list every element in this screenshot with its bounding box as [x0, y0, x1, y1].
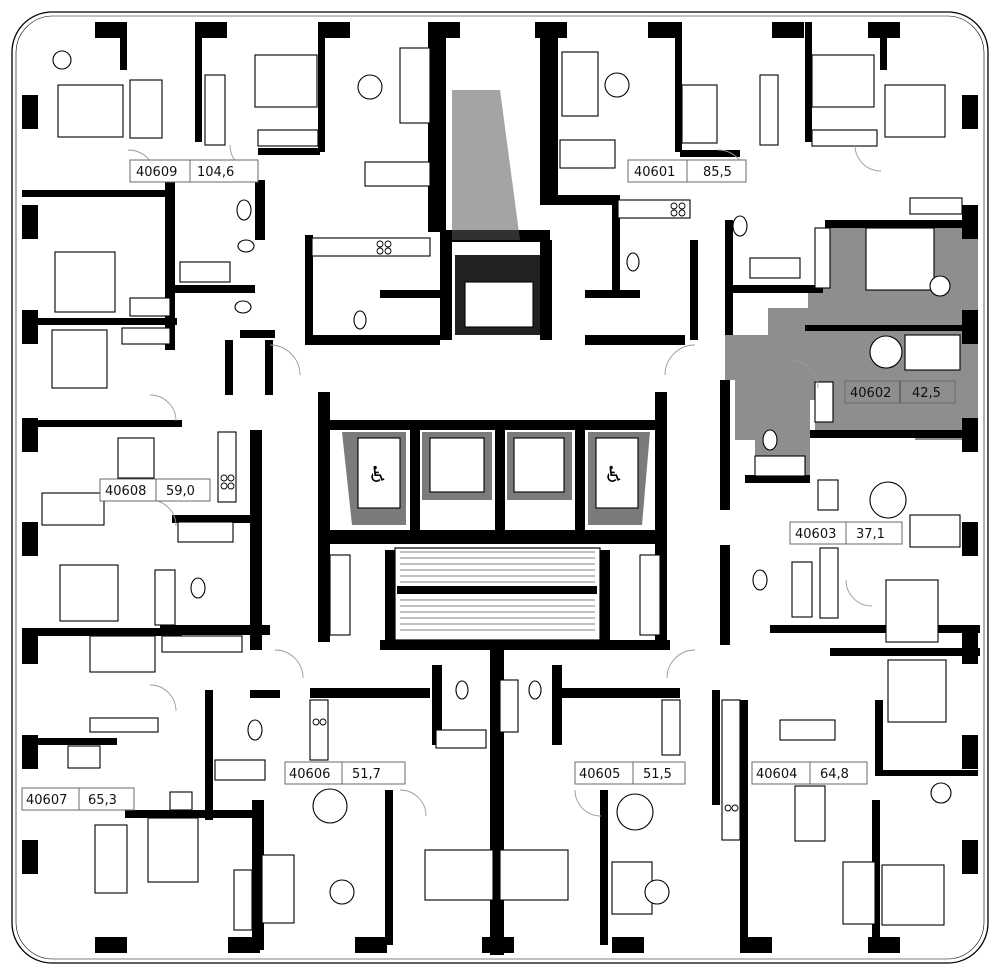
interior-walls	[22, 22, 980, 955]
apt-number: 40601	[634, 165, 675, 180]
apt-40605-label[interactable]: 40605 51,5	[574, 761, 686, 785]
apt-number: 40607	[26, 793, 67, 808]
stairwell	[329, 547, 661, 641]
building-outline	[11, 11, 989, 964]
apt-area: 42,5	[912, 386, 941, 401]
apt-area: 37,1	[856, 527, 885, 542]
apt-area: 51,7	[352, 767, 381, 782]
apt-40608-label[interactable]: 40608 59,0	[99, 478, 211, 502]
core-shafts: ♿ ♿	[342, 90, 650, 525]
apt-40606-label[interactable]: 40606 51,7	[284, 761, 406, 785]
apt-40603-label[interactable]: 40603 37,1	[789, 521, 903, 545]
apt-area: 51,5	[643, 767, 672, 782]
apt-number: 40602	[850, 386, 891, 401]
sofas	[41, 47, 961, 925]
bathroom-fixtures	[177, 199, 836, 781]
apt-number: 40606	[289, 767, 330, 782]
apt-area: 104,6	[197, 165, 234, 180]
apt-number: 40609	[136, 165, 177, 180]
apt-area: 65,3	[88, 793, 117, 808]
wheelchair-icon: ♿	[604, 463, 624, 488]
dining-tables	[52, 50, 952, 905]
wardrobes	[89, 74, 963, 931]
apt-40609-label[interactable]: 40609 104,6	[129, 159, 259, 183]
stove-icon	[220, 202, 739, 812]
apt-40602-label[interactable]: 40602 42,5	[844, 380, 956, 404]
apt-40604-label[interactable]: 40604 64,8	[751, 761, 868, 785]
apt-number: 40605	[579, 767, 620, 782]
apt-area: 85,5	[703, 165, 732, 180]
apt-number: 40604	[756, 767, 797, 782]
apt-number: 40608	[105, 484, 146, 499]
apt-area: 59,0	[166, 484, 195, 499]
kitchens	[169, 199, 839, 841]
apt-area: 64,8	[820, 767, 849, 782]
apt-number: 40603	[795, 527, 836, 542]
apt-40601-label[interactable]: 40601 85,5	[627, 159, 747, 183]
beds	[51, 54, 947, 926]
wheelchair-icon: ♿	[368, 463, 388, 488]
apt-40607-label[interactable]: 40607 65,3	[21, 787, 135, 811]
